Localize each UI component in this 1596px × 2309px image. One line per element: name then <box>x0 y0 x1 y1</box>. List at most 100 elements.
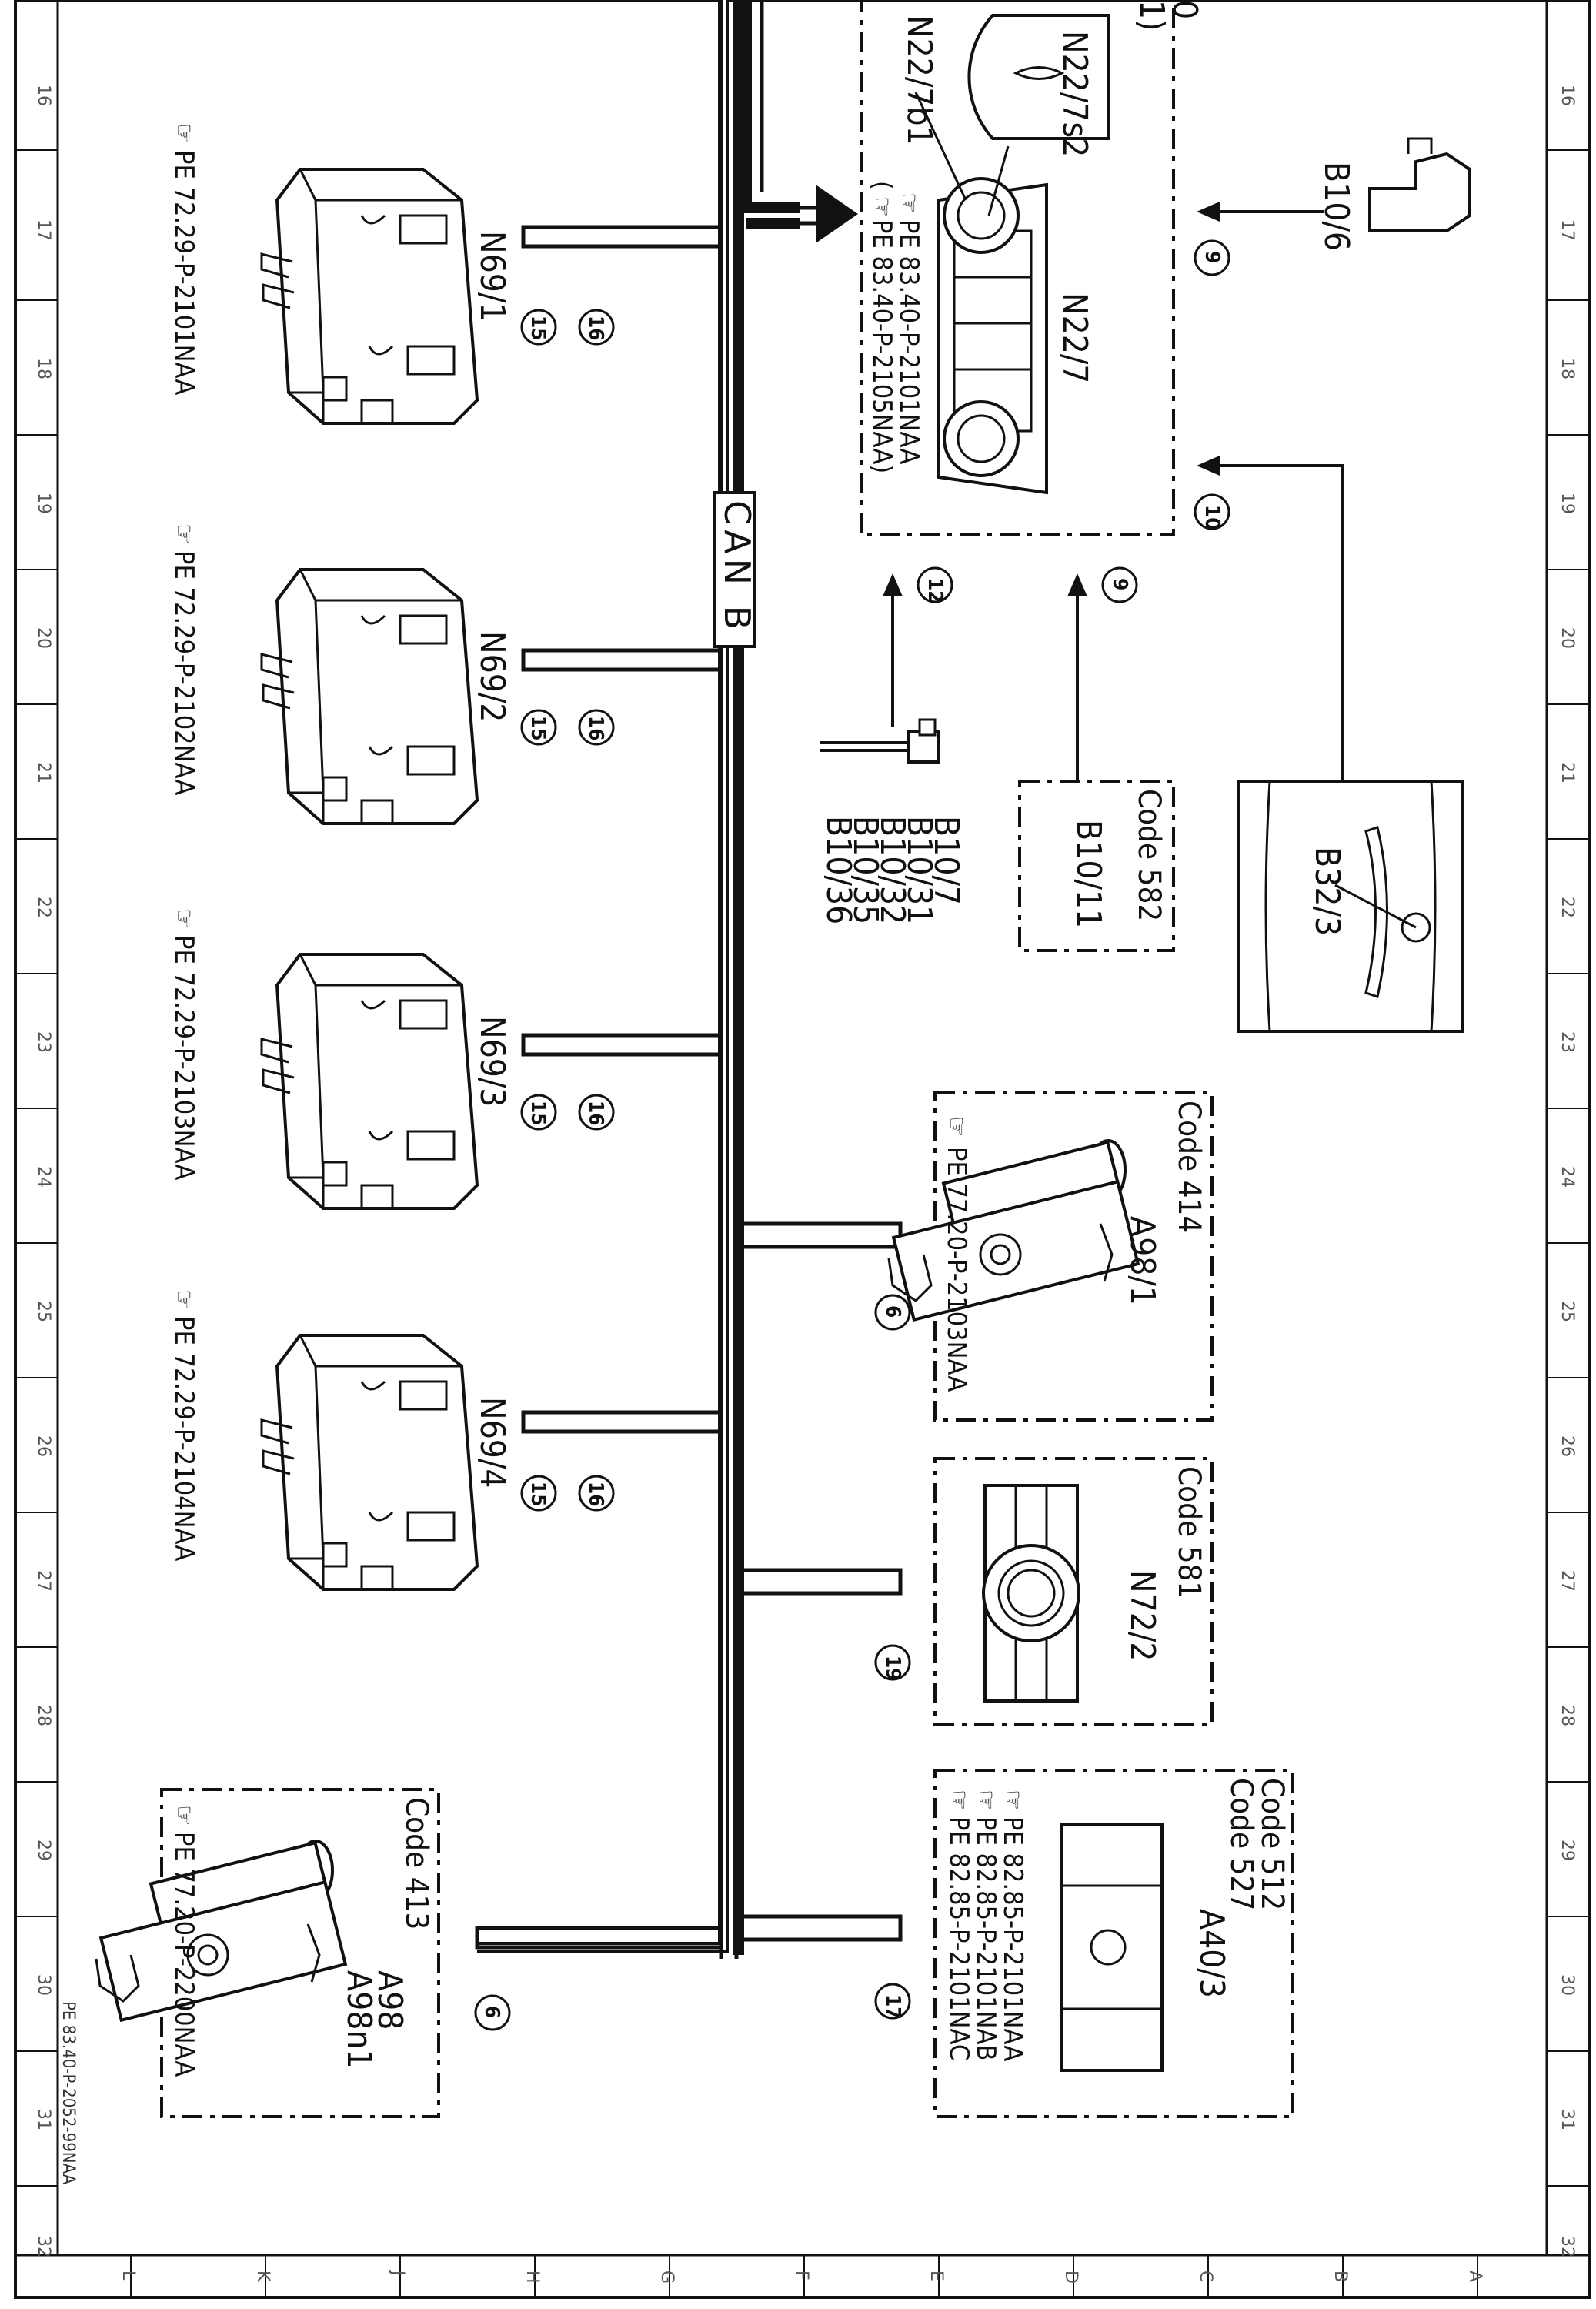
hand-icon: ☞ <box>941 1116 972 1137</box>
b32-3-label: B32/3 <box>1307 847 1347 936</box>
col-label: 17 <box>1558 219 1577 241</box>
col-label: 26 <box>1558 1435 1577 1457</box>
n69-3-callout-15: 15 <box>526 1101 549 1126</box>
a40-3-ref-2: PE 82.85-P-2101NAB <box>970 1816 1001 2060</box>
col-label: 19 <box>34 493 53 514</box>
a40-3-ref-3: PE 82.85-P-2101NAC <box>943 1816 974 2060</box>
a40-3-callout: 17 <box>881 1994 904 2020</box>
col-label: 30 <box>1558 1974 1577 1996</box>
hand-icon: ☞ <box>866 196 897 217</box>
col-label: 20 <box>1558 627 1577 649</box>
a40-3-code-527: Code 527 <box>1224 1778 1259 1910</box>
n69-1-label: N69/1 <box>472 231 512 322</box>
can-b-label: CAN B <box>716 500 758 634</box>
col-label: 24 <box>34 1166 53 1188</box>
hand-icon: ☞ <box>169 1805 199 1826</box>
component-n72-2: Code 581 N72/2 19 <box>874 1457 1214 1726</box>
n69-1-callout-16: 16 <box>584 316 607 341</box>
n22-7-ref-2: PE 83.40-P-2105NAA) <box>866 219 897 473</box>
row-label: G <box>657 2271 676 2284</box>
a98-1-label: A98/1 <box>1123 1216 1162 1305</box>
grid-row-ticks <box>130 2255 1478 2297</box>
row-label: E <box>927 2271 946 2281</box>
a98-callout: 6 <box>480 2006 503 2018</box>
component-n69-3: N69/3 16 15 PE 72.29-P-2103NAA ☞ <box>169 908 615 1210</box>
col-label: 24 <box>1558 1166 1577 1188</box>
b10-35-label: B10/35 <box>846 816 885 924</box>
n69-2-callout-15: 15 <box>526 716 549 741</box>
a98-ref: PE 77.20-P-2200NAA <box>169 1832 199 2077</box>
row-label: B <box>1331 2271 1350 2282</box>
hand-icon: ☞ <box>169 123 199 144</box>
b10-31-label: B10/31 <box>900 816 939 924</box>
n69-2-callout-16: 16 <box>584 716 607 741</box>
component-n69-1: N69/1 16 15 PE 72.29-P-2101NAA ☞ <box>169 123 615 425</box>
col-label: 23 <box>34 1031 53 1053</box>
hand-icon: ☞ <box>893 192 924 213</box>
col-label: 27 <box>34 1570 53 1592</box>
b10-7-label: B10/7 <box>927 816 966 905</box>
n72-2-callout: 19 <box>881 1656 904 1681</box>
col-label: 19 <box>1558 493 1577 514</box>
component-a98-1: Code 414 A98/1 PE 77.20-P-2103NAA ☞ 6 <box>874 1091 1214 1422</box>
col-label: 20 <box>34 627 53 649</box>
col-label: 26 <box>34 1435 53 1457</box>
n22-7-ref-2-open: ( <box>866 181 897 190</box>
component-a98: Code 413 A98 A98n1 PE 77.20-P-2200NAA ☞ … <box>95 1788 511 2118</box>
b10-6-callout: 9 <box>1200 251 1224 263</box>
col-label: 18 <box>1558 358 1577 379</box>
col-label: 32 <box>1558 2236 1577 2257</box>
n69-3-ref: PE 72.29-P-2103NAA <box>169 935 199 1180</box>
a98-1-callout: 6 <box>881 1305 904 1318</box>
hand-icon: ☞ <box>943 1789 974 1810</box>
n72-2-code: Code 581 <box>1171 1466 1207 1599</box>
row-label: C <box>1196 2271 1215 2282</box>
n22-7-label: N22/7 <box>1055 292 1094 384</box>
can-b-bus-lines <box>719 0 816 1959</box>
col-label: 27 <box>1558 1570 1577 1592</box>
n69-1-ref: PE 72.29-P-2101NAA <box>169 150 199 395</box>
col-label: 25 <box>34 1301 53 1322</box>
col-label: 18 <box>34 358 53 379</box>
a98-1-code: Code 414 <box>1171 1101 1207 1233</box>
b10-group-callout: 12 <box>923 578 947 603</box>
col-label: 23 <box>1558 1031 1577 1053</box>
document-id: PE 83.40-P-2052-99NAA <box>58 2001 78 2185</box>
hand-icon: ☞ <box>169 908 199 929</box>
bus-arrow-to-n22-7 <box>816 185 858 243</box>
component-n69-2: N69/2 16 15 PE 72.29-P-2102NAA ☞ <box>169 523 615 825</box>
n69-3-label: N69/3 <box>472 1016 512 1108</box>
n69-4-ref: PE 72.29-P-2104NAA <box>169 1316 199 1561</box>
grid-row-labels: L K J H G F E D C B A <box>119 2269 1484 2284</box>
n69-2-ref: PE 72.29-P-2102NAA <box>169 550 199 795</box>
can-b-bus <box>477 0 800 1955</box>
col-label: 32 <box>34 2236 53 2257</box>
can-b-bus-core <box>477 0 726 1950</box>
row-label: L <box>119 2271 138 2281</box>
col-label: 25 <box>1558 1301 1577 1322</box>
a98-code: Code 413 <box>399 1797 434 1930</box>
a98-label: A98 <box>370 1970 409 2030</box>
col-label: 31 <box>34 2109 53 2130</box>
a40-3-ref-1: PE 82.85-P-2101NAA <box>997 1816 1028 2061</box>
a40-3-label: A40/3 <box>1192 1909 1231 1998</box>
top-fragment-1: 1) <box>1132 0 1171 32</box>
hand-icon: ☞ <box>169 523 199 544</box>
col-label: 28 <box>1558 1705 1577 1726</box>
col-label: 29 <box>1558 1840 1577 1861</box>
a98-1-ref: PE 77.20-P-2103NAA <box>941 1147 972 1392</box>
component-a40-3: Code 512 Code 527 A40/3 PE 82.85-P-2101N… <box>874 1769 1294 2118</box>
col-label: 28 <box>34 1705 53 1726</box>
row-label: K <box>253 2271 272 2282</box>
b10-6-label: B10/6 <box>1317 162 1356 251</box>
col-label: 31 <box>1558 2109 1577 2130</box>
component-b10-group: 12 B10/7 B10/31 B10/32 B10/35 B10/36 <box>819 566 966 924</box>
n69-4-callout-15: 15 <box>526 1482 549 1507</box>
b10-36-label: B10/36 <box>819 816 858 924</box>
n22-7s2-label: N22/7s2 <box>1055 31 1094 157</box>
component-n69-4: N69/4 16 15 PE 72.29-P-2104NAA ☞ <box>169 1289 615 1591</box>
n22-7b1-label: N22/7b1 <box>900 15 939 145</box>
component-n22-7: N22/7 N22/7s2 N22/7b1 PE 83.40-P-2101NAA… <box>860 0 1204 536</box>
col-label: 16 <box>1558 85 1577 106</box>
